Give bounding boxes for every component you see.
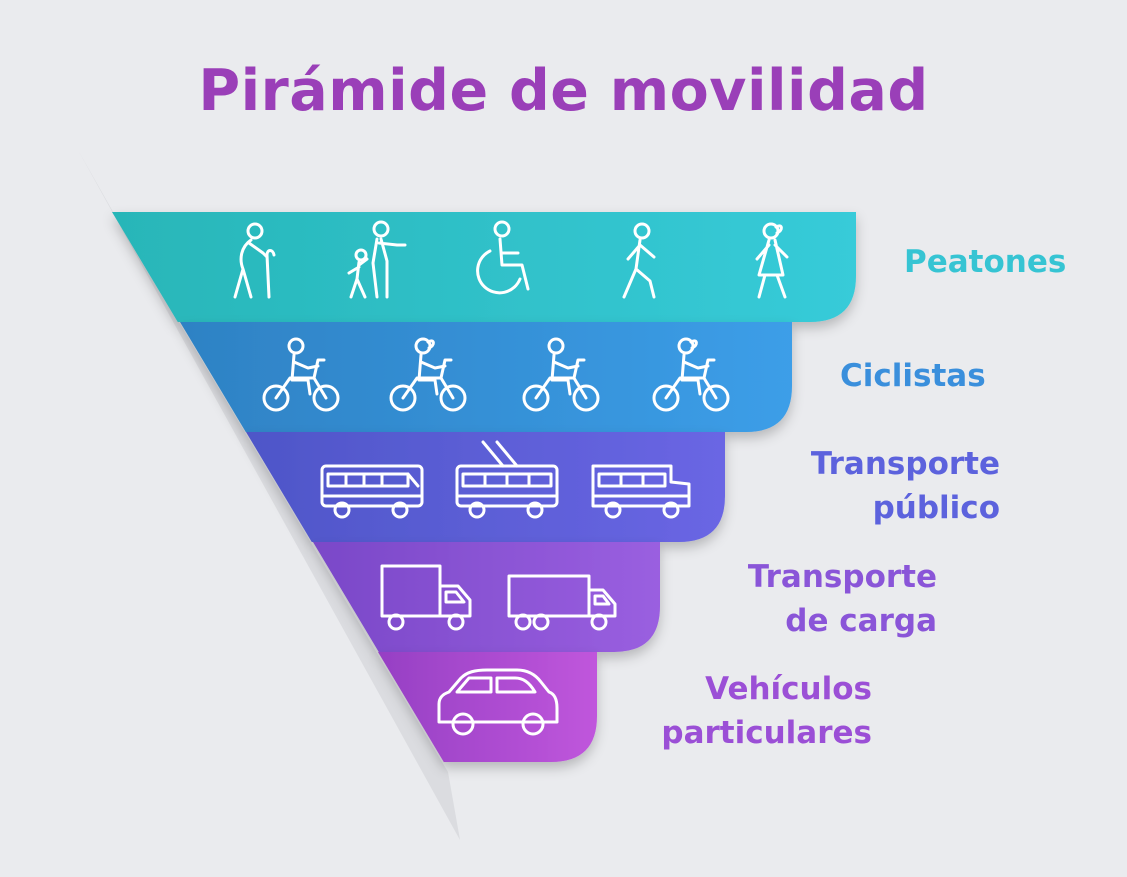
adult-with-child-icon bbox=[347, 220, 407, 299]
box-truck-icon bbox=[507, 574, 617, 631]
level-label-line: Transporte bbox=[747, 559, 937, 595]
level-label-4: Transporte de carga bbox=[677, 555, 937, 643]
level-label-3: Transporte público bbox=[740, 442, 1000, 530]
level-label-line: público bbox=[872, 490, 1000, 526]
level-label-line: Transporte bbox=[810, 446, 1000, 482]
school-bus-icon bbox=[591, 464, 691, 519]
trolleybus-icon bbox=[455, 440, 559, 519]
level-label-5: Vehículos particulares bbox=[612, 667, 872, 755]
pedestrian-icon bbox=[622, 222, 656, 299]
pyramid-level-4 bbox=[313, 542, 660, 652]
woman-motorbike-icon bbox=[652, 337, 730, 412]
page-title: Pirámide de movilidad bbox=[198, 58, 929, 124]
level-label-line: Vehículos bbox=[705, 671, 872, 707]
level-label-line: particulares bbox=[661, 715, 872, 751]
level-label-line: Peatones bbox=[904, 244, 1067, 280]
bus-icon bbox=[320, 464, 424, 519]
level-label-1: Peatones bbox=[904, 240, 1066, 284]
pyramid-level-2 bbox=[180, 322, 792, 432]
level-label-line: de carga bbox=[785, 603, 937, 639]
wheelchair-icon bbox=[476, 220, 530, 295]
man-motorbike-icon bbox=[522, 337, 600, 412]
elderly-walker-icon bbox=[233, 222, 276, 299]
delivery-truck-icon bbox=[380, 564, 472, 631]
car-icon bbox=[437, 668, 559, 736]
woman-walking-icon bbox=[755, 222, 789, 299]
level-label-2: Ciclistas bbox=[840, 354, 986, 398]
pyramid-level-5 bbox=[378, 652, 597, 762]
level-label-line: Ciclistas bbox=[840, 358, 986, 394]
woman-motorbike-icon bbox=[389, 337, 467, 412]
fold-shadow bbox=[78, 150, 460, 840]
pyramid-level-1 bbox=[112, 212, 856, 322]
man-motorbike-icon bbox=[262, 337, 340, 412]
